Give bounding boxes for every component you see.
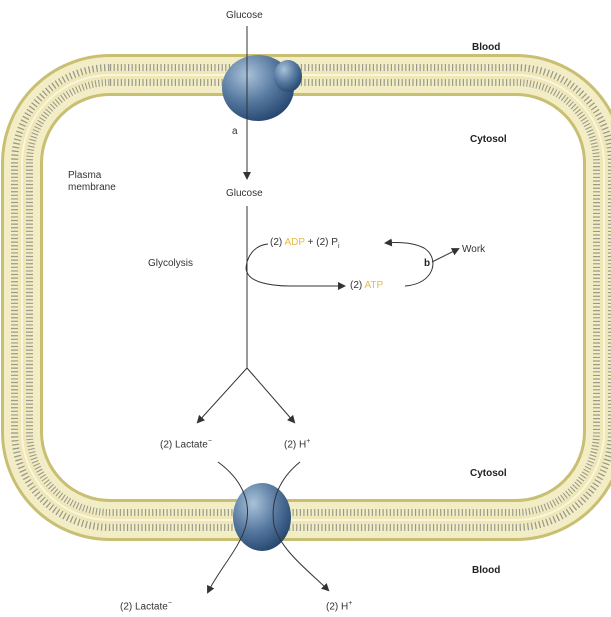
glucose-cytosol-label: Glucose — [226, 188, 263, 200]
plasma-membrane — [22, 75, 604, 520]
step-a-label: a — [232, 126, 238, 138]
h-outside-label: (2) H+ — [326, 598, 352, 613]
blood-bottom-label: Blood — [472, 565, 500, 577]
atp-label-group: (2) ATP — [350, 280, 383, 292]
lactate-h-transporter-protein — [233, 483, 291, 551]
h-outside-sup: + — [348, 600, 352, 607]
plasma-membrane-label-line1: Plasma — [68, 170, 101, 182]
glycolysis-label: Glycolysis — [148, 258, 193, 270]
plasma-membrane-label-line2: membrane — [68, 182, 116, 194]
lactate-inside-label: (2) Lactate− — [160, 436, 212, 451]
h-inside-label: (2) H+ — [284, 436, 310, 451]
lactate-outside-label: (2) Lactate− — [120, 598, 172, 613]
h-outside-text: (2) H — [326, 601, 348, 612]
lactate-inside-sup: − — [208, 438, 212, 445]
atp-label: ATP — [364, 280, 383, 291]
cytosol-top-label: Cytosol — [470, 134, 507, 146]
h-inside-sup: + — [306, 438, 310, 445]
glucose-transporter-protein — [222, 55, 302, 121]
step-b-label: b — [424, 258, 430, 270]
h-inside-text: (2) H — [284, 439, 306, 450]
cytosol-bottom-label: Cytosol — [470, 468, 507, 480]
atp-count: (2) — [350, 280, 362, 291]
branch-to-h — [247, 368, 294, 422]
adp-pi-label: (2) ADP + (2) Pi — [270, 237, 340, 253]
plus-pi-label: + (2) P — [308, 237, 338, 248]
work-arrow — [432, 249, 458, 262]
adp-label: ADP — [284, 237, 304, 248]
pi-subscript: i — [338, 243, 340, 250]
lactate-outside-sup: − — [168, 600, 172, 607]
work-label: Work — [462, 244, 485, 256]
blood-top-label: Blood — [472, 42, 500, 54]
branch-to-lactate — [198, 368, 247, 422]
lactate-inside-text: (2) Lactate — [160, 439, 208, 450]
adp-count: (2) — [270, 237, 282, 248]
glucose-outside-label: Glucose — [226, 10, 263, 22]
lactate-outside-text: (2) Lactate — [120, 601, 168, 612]
